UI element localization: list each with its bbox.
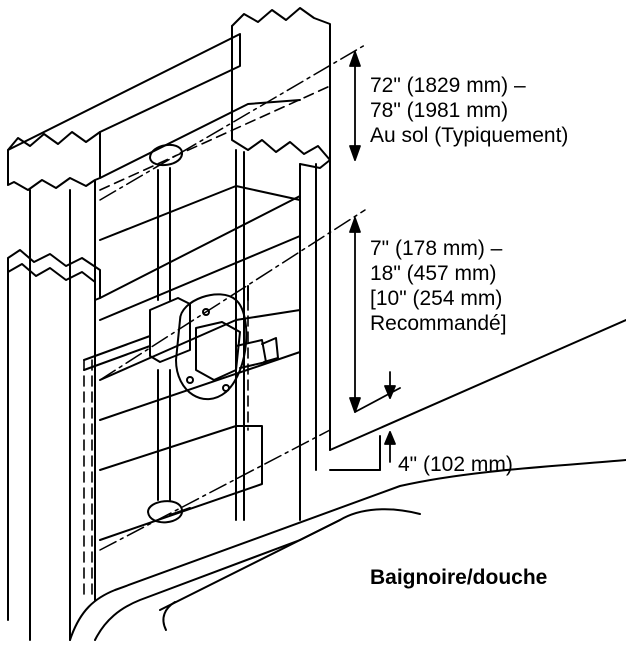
centerlines — [99, 44, 366, 551]
bathtub — [69, 319, 626, 641]
valve-height-line3: [10" (254 mm) — [370, 287, 503, 310]
valve-height-line2: 18" (457 mm) — [370, 262, 497, 285]
top-height-line3: Au sol (Typiquement) — [370, 124, 569, 147]
dimension-lines — [349, 51, 401, 463]
top-height-label: 72" (1829 mm) – 78" (1981 mm) Au sol (Ty… — [370, 73, 568, 148]
valve-height-line4: Recommandé] — [370, 312, 507, 335]
left-wall-stud — [7, 131, 101, 641]
upper-blocking — [7, 33, 301, 299]
diagram-caption: Baignoire/douche — [370, 566, 548, 589]
hidden-lines — [83, 85, 331, 601]
right-wall-stud — [231, 7, 331, 521]
top-height-line1: 72" (1829 mm) – — [370, 74, 526, 97]
top-height-line2: 78" (1981 mm) — [370, 99, 509, 122]
valve-body — [149, 293, 279, 401]
middle-blocking — [99, 185, 301, 541]
rim-height-label: 4" (102 mm) — [398, 452, 513, 477]
rim-height-text: 4" (102 mm) — [398, 453, 513, 476]
valve-height-label: 7" (178 mm) – 18" (457 mm) [10" (254 mm)… — [370, 236, 507, 336]
supply-pipes — [83, 143, 249, 524]
valve-height-line1: 7" (178 mm) – — [370, 237, 503, 260]
